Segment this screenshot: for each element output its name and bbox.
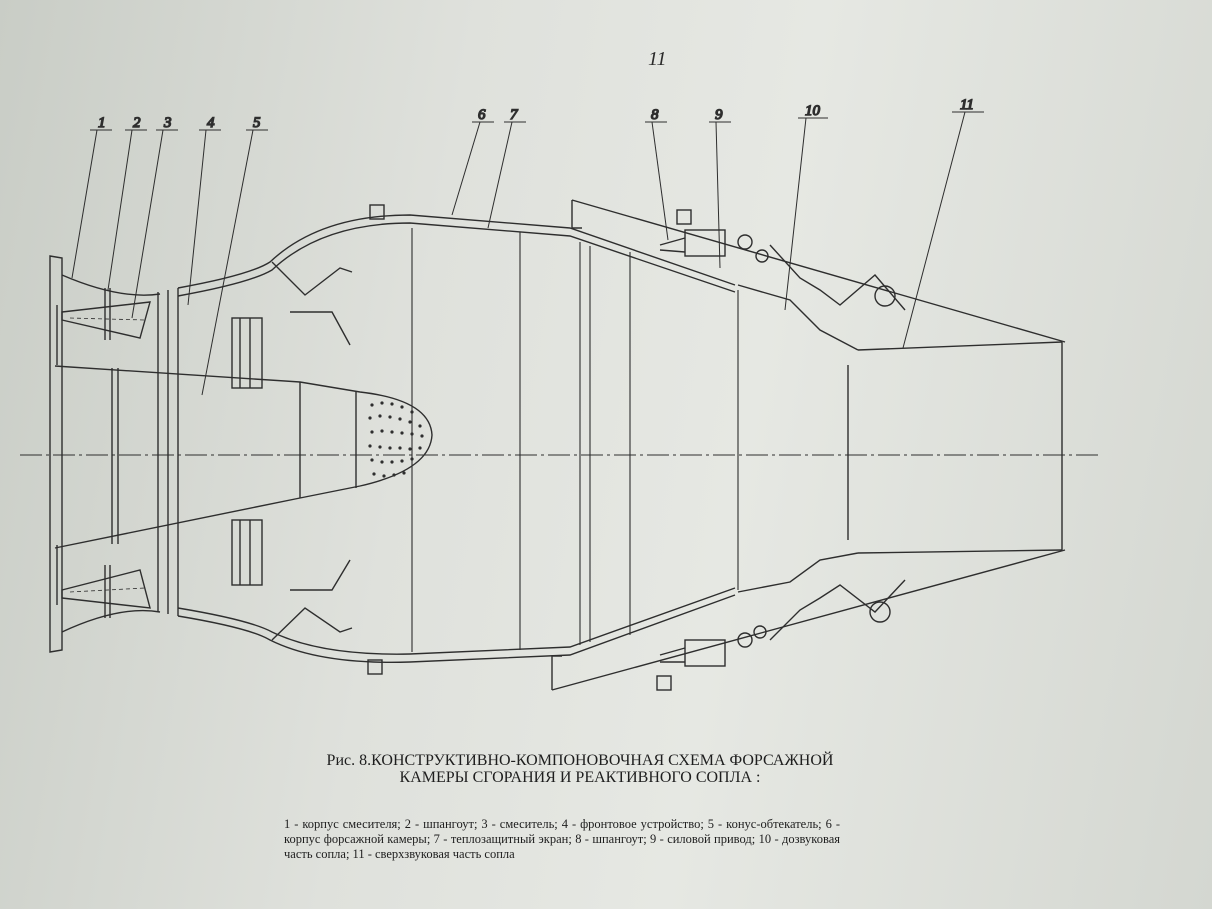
heat-shield — [411, 228, 739, 652]
mixer-lobes — [61, 301, 151, 609]
subsonic-nozzle — [737, 244, 906, 641]
cone-fairing — [54, 365, 433, 549]
callout-10: 10 — [805, 103, 821, 119]
callout-6: 6 — [478, 107, 486, 123]
callout-4: 4 — [207, 115, 215, 131]
frame-2 — [104, 288, 111, 618]
callout-1: 1 — [98, 115, 106, 131]
figure-caption: Рис. 8.КОНСТРУКТИВНО-КОМПОНОВОЧНАЯ СХЕМА… — [320, 752, 840, 786]
callout-3: 3 — [163, 115, 172, 131]
mixer-housing — [49, 255, 161, 653]
callout-11: 11 — [960, 97, 974, 113]
figure-legend: 1 - корпус смесителя; 2 - шпангоут; 3 - … — [284, 817, 840, 861]
afterburner-casing — [177, 204, 736, 675]
callout-9: 9 — [715, 107, 723, 123]
callout-5: 5 — [253, 115, 261, 131]
page-number: 11 — [648, 48, 667, 70]
supersonic-nozzle — [847, 341, 1063, 554]
callout-7: 7 — [510, 107, 519, 123]
callout-leaders — [71, 111, 984, 396]
front-device — [157, 288, 263, 616]
frame-8 — [551, 199, 1066, 691]
caption-line-1: Рис. 8.КОНСТРУКТИВНО-КОМПОНОВОЧНАЯ СХЕМА… — [326, 752, 834, 769]
callout-8: 8 — [651, 107, 659, 123]
power-actuator — [656, 209, 769, 691]
callout-2: 2 — [133, 115, 141, 131]
flameholder-struts — [271, 261, 353, 641]
caption-line-2: КАМЕРЫ СГОРАНИЯ И РЕАКТИВНОГО СОПЛА : — [399, 769, 761, 786]
